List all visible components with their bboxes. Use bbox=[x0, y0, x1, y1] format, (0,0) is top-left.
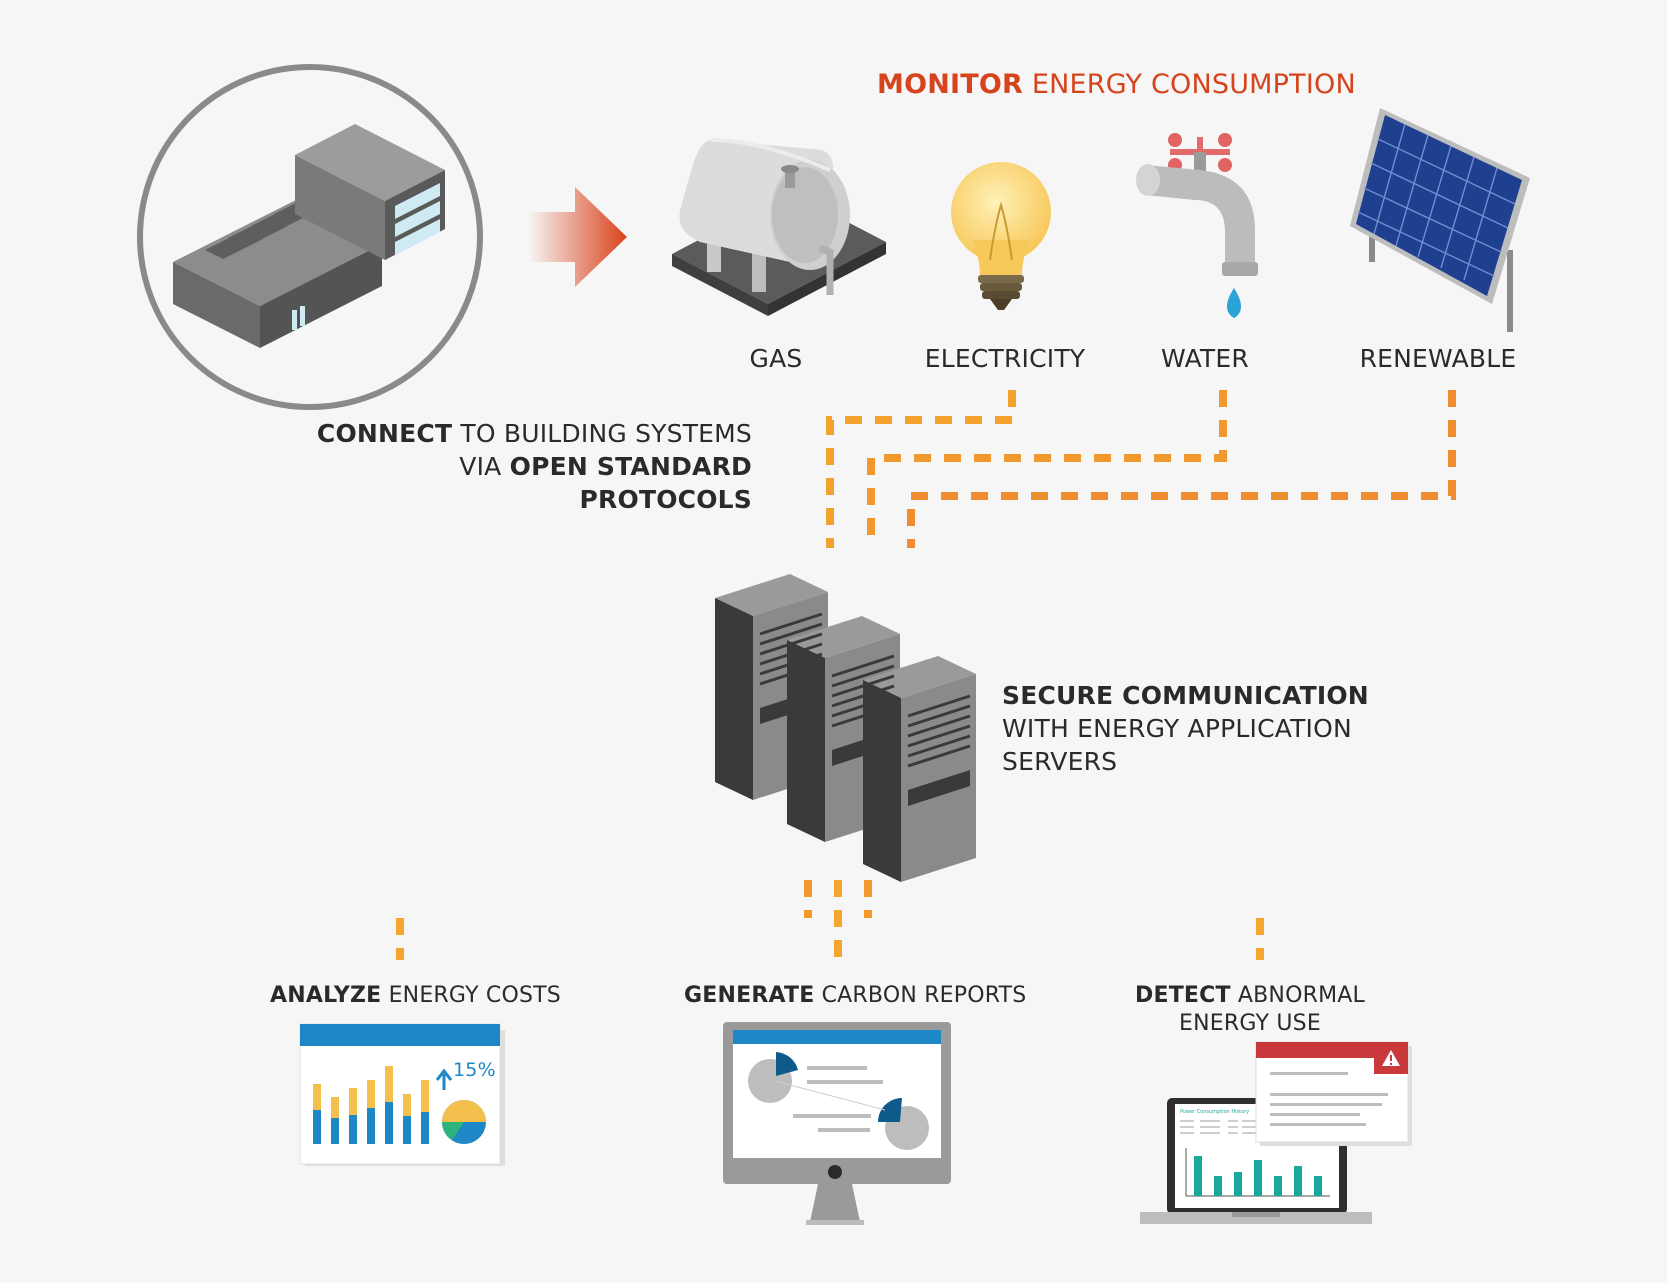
analyze-caption: ANALYZE ENERGY COSTS bbox=[270, 983, 561, 1008]
gas-tank-icon bbox=[672, 138, 886, 316]
data-links-top bbox=[786, 390, 1456, 548]
generate-caption: GENERATE CARBON REPORTS bbox=[684, 983, 1027, 1008]
detect-caption: DETECT ABNORMAL ENERGY USE bbox=[1135, 983, 1365, 1036]
laptop-chart-title: Power Consumption History bbox=[1180, 1109, 1249, 1115]
source-label-gas: GAS bbox=[749, 344, 803, 373]
source-label-electricity: ELECTRICITY bbox=[924, 344, 1086, 373]
data-links-bottom bbox=[396, 880, 1264, 960]
arrow-up-icon bbox=[435, 1068, 453, 1090]
data-links-top-accent bbox=[830, 416, 1452, 500]
water-faucet-icon bbox=[1136, 133, 1258, 318]
source-label-renewable: RENEWABLE bbox=[1359, 344, 1517, 373]
analyze-badge: 15% bbox=[453, 1059, 496, 1081]
server-racks-icon bbox=[715, 574, 976, 882]
cost-bar-chart bbox=[313, 1066, 429, 1144]
report-pie-chart bbox=[748, 1052, 929, 1150]
cost-dashboard-icon bbox=[299, 1023, 505, 1166]
abnormal-use-laptop-icon: Power Consumption History bbox=[1140, 1041, 1412, 1224]
carbon-report-monitor-icon bbox=[723, 1022, 951, 1225]
light-bulb-icon bbox=[951, 162, 1051, 310]
monitor-heading: MONITOR ENERGY CONSUMPTION bbox=[877, 69, 1356, 100]
solar-panel-icon bbox=[1350, 108, 1530, 332]
cost-pie-chart bbox=[442, 1100, 486, 1144]
building-icon bbox=[137, 64, 483, 410]
source-label-water: WATER bbox=[1161, 344, 1249, 373]
connect-caption: CONNECT TO BUILDING SYSTEMS VIA OPEN STA… bbox=[316, 419, 752, 514]
alert-window bbox=[1255, 1041, 1412, 1146]
consumption-bar-chart bbox=[1185, 1148, 1330, 1197]
secure-caption: SECURE COMMUNICATION WITH ENERGY APPLICA… bbox=[1002, 681, 1369, 776]
arrow-right-icon bbox=[528, 187, 627, 287]
